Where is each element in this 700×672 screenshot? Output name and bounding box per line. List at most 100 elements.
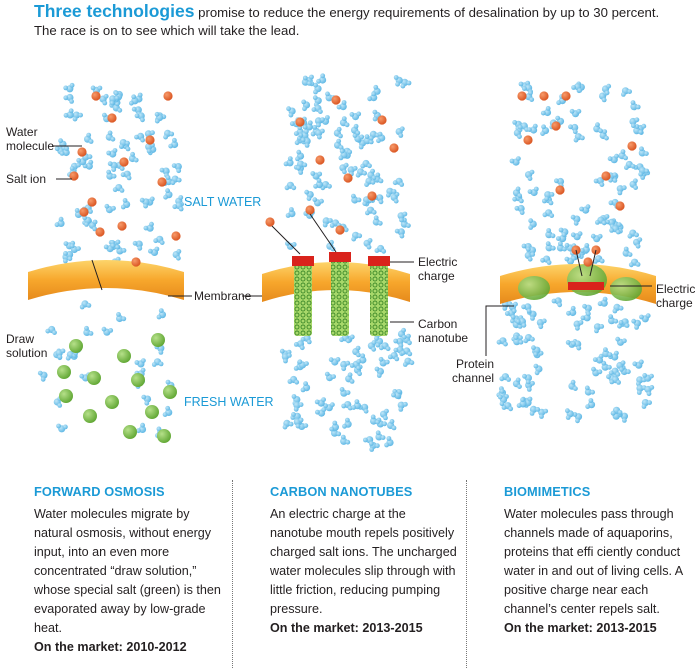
water-molecule (400, 347, 413, 357)
water-molecule (590, 233, 603, 243)
water-molecule (393, 75, 403, 87)
label-electric-charge-line2: charge (418, 269, 455, 283)
water-molecule (339, 116, 350, 128)
water-molecule (367, 168, 377, 181)
salt-ion (367, 191, 377, 201)
water-molecule (556, 232, 567, 243)
water-molecule (525, 246, 537, 257)
salt-ion (107, 113, 117, 123)
water-molecule (323, 402, 335, 412)
water-molecule (525, 90, 535, 102)
water-molecule (618, 318, 630, 328)
salt-ion (583, 257, 593, 267)
water-molecule (632, 359, 644, 369)
water-molecule (339, 162, 349, 175)
water-molecule (63, 93, 74, 104)
salt-ion (551, 121, 561, 131)
water-molecule (371, 84, 381, 97)
water-molecule (573, 133, 585, 143)
salt-ion (343, 173, 353, 183)
water-molecule (163, 129, 175, 140)
draw-solution-salt (59, 389, 73, 403)
water-molecule (351, 399, 361, 410)
water-molecule (629, 117, 640, 129)
salt-ion (555, 185, 565, 195)
water-molecule (356, 353, 367, 364)
water-molecule (612, 303, 624, 314)
water-molecule (387, 419, 397, 431)
water-molecule (105, 130, 116, 142)
water-molecule (170, 175, 182, 186)
water-molecule (531, 345, 541, 357)
water-molecule (300, 334, 312, 345)
label-electric-charge-b-line1: Electric (656, 282, 695, 296)
water-molecule (163, 188, 173, 200)
water-molecule (597, 296, 608, 307)
water-molecule (591, 366, 603, 377)
water-molecule (609, 376, 621, 385)
water-molecule (374, 244, 387, 254)
water-molecule (592, 353, 604, 364)
water-molecule (55, 348, 66, 360)
water-molecule (120, 198, 131, 210)
water-molecule (609, 225, 621, 235)
water-molecule (528, 218, 537, 230)
water-molecule (367, 340, 377, 352)
ions (57, 91, 637, 443)
draw-solution-salt (87, 371, 101, 385)
salt-ion (69, 171, 79, 181)
water-molecule (329, 420, 339, 432)
water-molecule (501, 402, 514, 412)
water-molecule (570, 231, 583, 241)
water-molecule (293, 401, 304, 412)
protein-channels (518, 264, 642, 301)
water-molecule (63, 108, 74, 119)
water-molecule (134, 112, 145, 123)
water-molecule (82, 159, 94, 170)
column-body: An electric charge at the nanotube mouth… (270, 507, 457, 616)
salt-ion (163, 91, 173, 101)
water-molecule (293, 417, 304, 429)
column-market: On the market: 2013-2015 (270, 621, 423, 635)
water-molecule (45, 325, 57, 335)
water-molecule (601, 360, 612, 371)
salt-ion (171, 231, 181, 241)
draw-solution-salt (69, 339, 83, 353)
column-body: Water molecules migrate by natural osmos… (34, 507, 221, 635)
water-molecule (103, 243, 116, 253)
water-molecule (593, 255, 605, 264)
water-molecule (566, 305, 577, 317)
water-molecule (339, 387, 351, 397)
water-molecule (542, 209, 555, 219)
water-molecule (629, 178, 638, 191)
column-title: BIOMIMETICS (504, 484, 591, 499)
salt-ion (315, 155, 325, 165)
salt-ion (561, 91, 571, 101)
water-molecule (378, 356, 390, 367)
label-salt-water: SALT WATER (184, 195, 261, 209)
water-molecule (312, 197, 324, 207)
water-molecule (153, 235, 165, 246)
water-molecule (69, 243, 81, 254)
water-molecule (313, 178, 323, 189)
water-molecule (109, 95, 120, 106)
water-molecule (608, 314, 619, 325)
water-molecule (349, 111, 362, 121)
draw-solution-salt (145, 405, 159, 419)
water-molecule (139, 197, 150, 209)
draw-solution-salt (105, 395, 119, 409)
water-molecule (397, 327, 407, 340)
water-molecule (638, 146, 649, 157)
water-molecule (293, 340, 305, 351)
water-molecule (599, 129, 609, 141)
water-molecule (363, 238, 373, 250)
water-molecule (129, 94, 139, 106)
water-molecule (512, 377, 522, 389)
water-molecule (143, 221, 154, 232)
water-molecule (315, 407, 327, 417)
water-molecule (301, 99, 311, 112)
water-molecule (296, 160, 308, 171)
draw-solution-salt (151, 333, 165, 347)
water-molecule (282, 419, 294, 430)
water-molecule (295, 149, 305, 162)
